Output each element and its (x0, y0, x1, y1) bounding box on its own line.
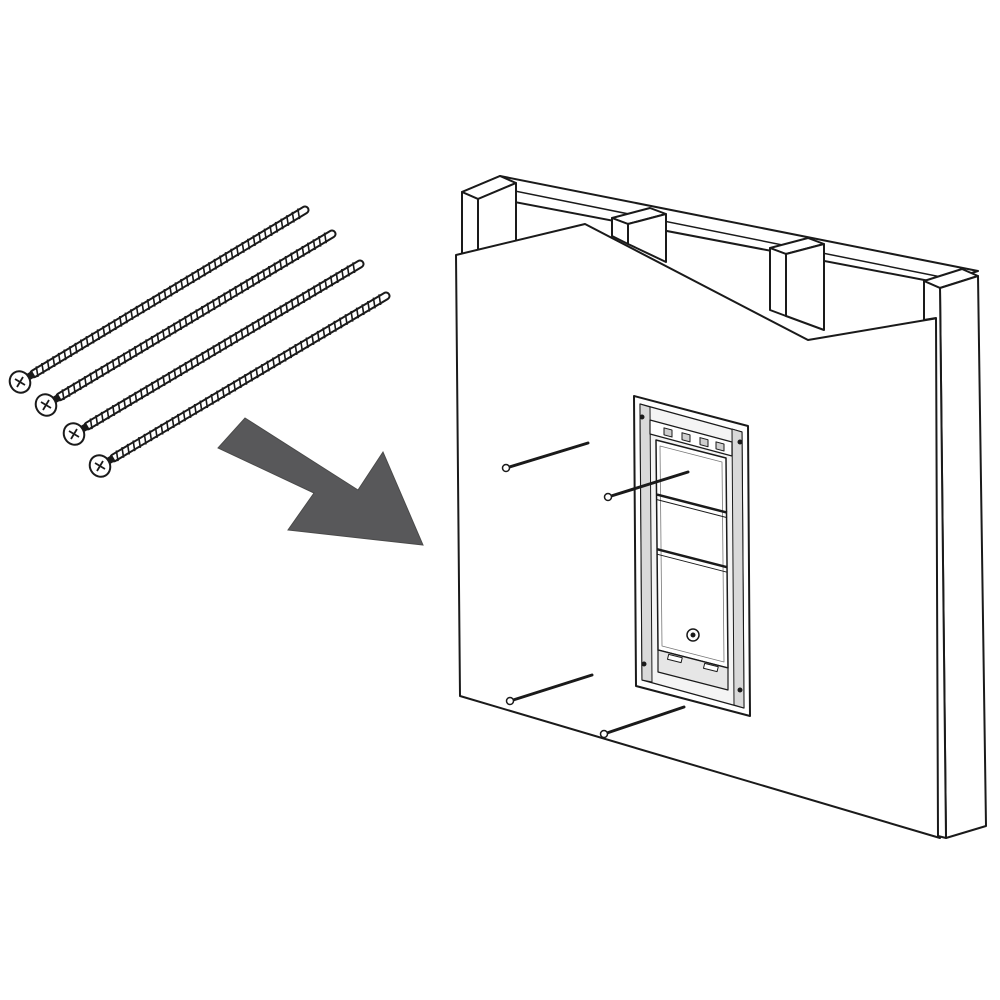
installed-screws (501, 441, 690, 739)
direction-arrow (217, 417, 424, 546)
arrow-right-down-icon (217, 417, 424, 546)
installed-screw (501, 441, 590, 473)
panel-divider (656, 493, 728, 519)
screw-icon (88, 291, 391, 478)
wall-stud (611, 207, 667, 263)
installed-screw (603, 470, 690, 502)
installed-screw (599, 705, 686, 739)
screw-icon (62, 259, 365, 446)
screw-icon (34, 229, 337, 417)
wall-stud (769, 237, 825, 331)
screw-icon (8, 205, 310, 394)
wall-stud (461, 175, 517, 255)
panel-divider (656, 547, 728, 573)
wall-stud (923, 268, 987, 839)
screw-set (8, 205, 391, 478)
installed-screw (505, 673, 594, 706)
pet-door (633, 395, 751, 717)
